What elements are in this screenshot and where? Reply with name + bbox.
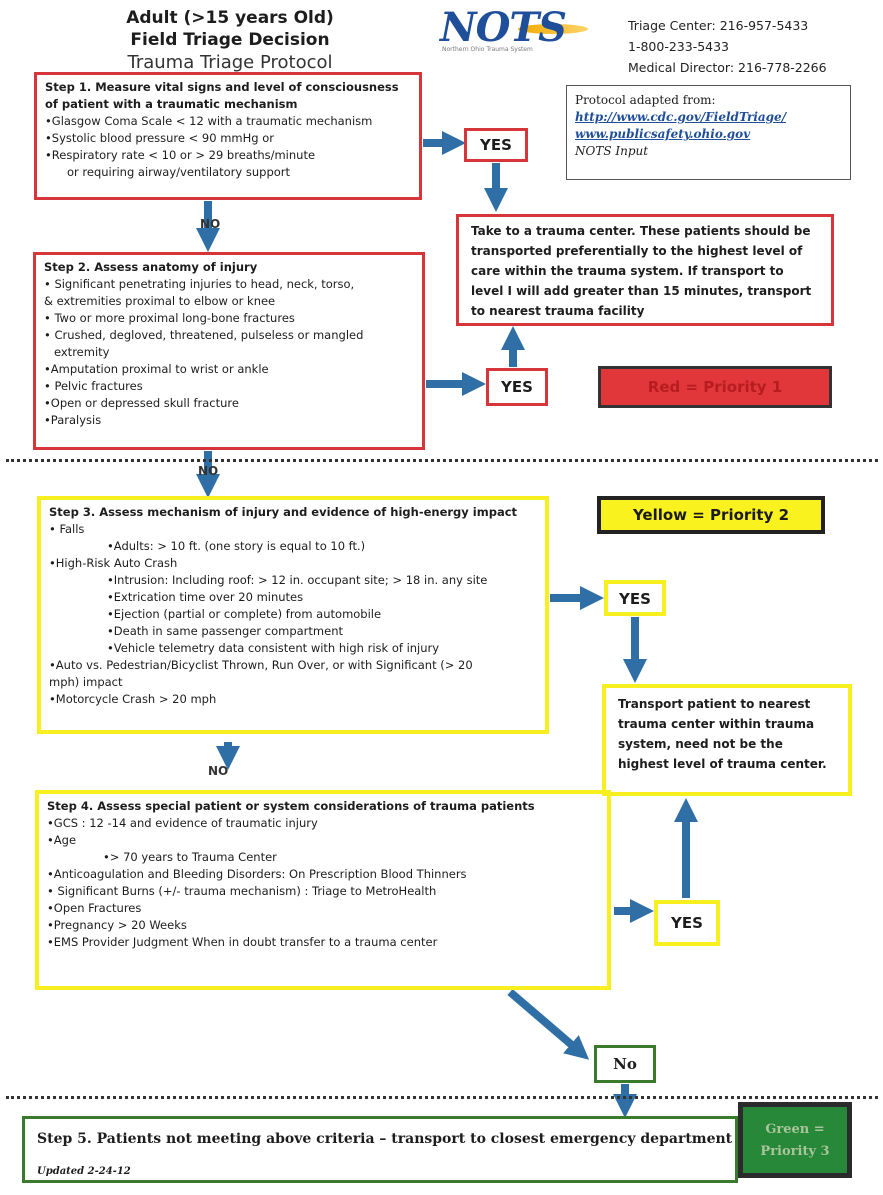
- step3-falls-sub: •Adults: > 10 ft. (one story is equal to…: [107, 539, 366, 553]
- step2-item: extremity: [54, 345, 110, 359]
- priority-red-badge: Red = Priority 1: [598, 366, 832, 408]
- yes-label-step4: YES: [654, 900, 720, 946]
- step4-item: •Pregnancy > 20 Weeks: [47, 918, 187, 932]
- adapted-label: Protocol adapted from:: [575, 93, 716, 107]
- priority-green-badge: Green = Priority 3: [738, 1102, 852, 1178]
- priority-green-line1: Green =: [765, 1122, 825, 1137]
- step4-item: •Open Fractures: [47, 901, 142, 915]
- step2-box: Step 2. Assess anatomy of injury • Signi…: [33, 252, 425, 450]
- step4-age: •Age: [47, 833, 77, 847]
- nots-logo: NOTS Northern Ohio Trauma System: [440, 4, 590, 56]
- title-line-3: Trauma Triage Protocol: [127, 52, 333, 73]
- title-line-1: Adult (>15 years Old): [126, 8, 334, 28]
- step1-box: Step 1. Measure vital signs and level of…: [34, 72, 422, 200]
- step4-item: •Anticoagulation and Bleeding Disorders:…: [47, 867, 467, 881]
- no-label-step4: No: [594, 1045, 656, 1083]
- step4-item: • Significant Burns (+/- trauma mechanis…: [47, 884, 437, 898]
- step4-heading: Step 4. Assess special patient or system…: [47, 799, 535, 813]
- divider-red-yellow: [6, 459, 878, 462]
- nots-input-note: NOTS Input: [575, 144, 649, 158]
- divider-yellow-green: [6, 1096, 878, 1099]
- logo-swoosh-icon: [518, 24, 588, 34]
- priority-green-line2: Priority 3: [760, 1144, 830, 1159]
- step3-auto: •High-Risk Auto Crash: [49, 556, 178, 570]
- step4-box: Step 4. Assess special patient or system…: [35, 790, 611, 990]
- step4-age-sub: •> 70 years to Trauma Center: [103, 850, 277, 864]
- contact-triage-center: Triage Center: 216-957-5433: [628, 18, 809, 33]
- cdc-link[interactable]: http://www.cdc.gov/FieldTriage/: [575, 110, 787, 124]
- contact-medical-director: Medical Director: 216-778-2266: [628, 60, 827, 75]
- step2-item: • Crushed, degloved, threatened, pulsele…: [44, 328, 364, 342]
- yes-label-step2: YES: [486, 368, 548, 406]
- no-label-step1: NO: [200, 217, 221, 231]
- step3-pedestrian-1: •Auto vs. Pedestrian/Bicyclist Thrown, R…: [49, 658, 473, 672]
- outcome-trauma-center-box: Take to a trauma center. These patients …: [456, 214, 834, 326]
- step5-box: Step 5. Patients not meeting above crite…: [22, 1116, 738, 1183]
- step3-box: Step 3. Assess mechanism of injury and e…: [37, 496, 549, 734]
- step2-heading: Step 2. Assess anatomy of injury: [44, 260, 258, 274]
- step3-pedestrian-2: mph) impact: [49, 675, 123, 689]
- no-label-step3: NO: [208, 764, 229, 778]
- step3-auto-sub: •Vehicle telemetry data consistent with …: [107, 641, 440, 655]
- step1-heading-2: of patient with a traumatic mechanism: [45, 97, 298, 111]
- step2-item: •Paralysis: [44, 413, 102, 427]
- step3-falls: • Falls: [49, 522, 85, 536]
- logo-subtext: Northern Ohio Trauma System: [442, 46, 533, 53]
- step3-auto-sub: •Intrusion: Including roof: > 12 in. occ…: [107, 573, 488, 587]
- step3-auto-sub: •Ejection (partial or complete) from aut…: [107, 607, 382, 621]
- outcome-nearest-trauma-center-box: Transport patient to nearest trauma cent…: [602, 684, 852, 796]
- step2-item: • Pelvic fractures: [44, 379, 143, 393]
- updated-date: Updated 2-24-12: [37, 1166, 131, 1177]
- logo-text: NOTS: [440, 4, 567, 51]
- title-line-2: Field Triage Decision: [130, 30, 330, 50]
- step4-gcs: •GCS : 12 -14 and evidence of traumatic …: [47, 816, 318, 830]
- step2-item: • Significant penetrating injuries to he…: [44, 277, 355, 291]
- step2-item: •Amputation proximal to wrist or ankle: [44, 362, 269, 376]
- step5-heading: Step 5. Patients not meeting above crite…: [37, 1131, 733, 1147]
- step1-item: •Glasgow Coma Scale < 12 with a traumati…: [45, 114, 373, 128]
- step2-item: & extremities proximal to elbow or knee: [44, 294, 276, 308]
- step4-item: •EMS Provider Judgment When in doubt tra…: [47, 935, 438, 949]
- no-label-step2: NO: [198, 464, 219, 478]
- step2-item: • Two or more proximal long-bone fractur…: [44, 311, 295, 325]
- step3-motorcycle: •Motorcycle Crash > 20 mph: [49, 692, 217, 706]
- yes-label-step3: YES: [604, 580, 666, 616]
- adapted-from-box: Protocol adapted from: http://www.cdc.go…: [566, 85, 851, 180]
- step3-auto-sub: •Extrication time over 20 minutes: [107, 590, 304, 604]
- publicsafety-link[interactable]: www.publicsafety.ohio.gov: [575, 127, 751, 141]
- step1-item: •Systolic blood pressure < 90 mmHg or: [45, 131, 274, 145]
- step1-item: •Respiratory rate < 10 or > 29 breaths/m…: [45, 148, 316, 162]
- contact-toll-free: 1-800-233-5433: [628, 39, 730, 54]
- priority-yellow-badge: Yellow = Priority 2: [597, 496, 825, 534]
- step2-item: •Open or depressed skull fracture: [44, 396, 239, 410]
- step1-heading-1: Step 1. Measure vital signs and level of…: [45, 80, 399, 94]
- yes-label-step1: YES: [464, 128, 528, 162]
- step3-heading: Step 3. Assess mechanism of injury and e…: [49, 505, 518, 519]
- step1-item-continued: or requiring airway/ventilatory support: [67, 165, 291, 179]
- step3-auto-sub: •Death in same passenger compartment: [107, 624, 343, 638]
- arrow-step4-no: [507, 988, 590, 1060]
